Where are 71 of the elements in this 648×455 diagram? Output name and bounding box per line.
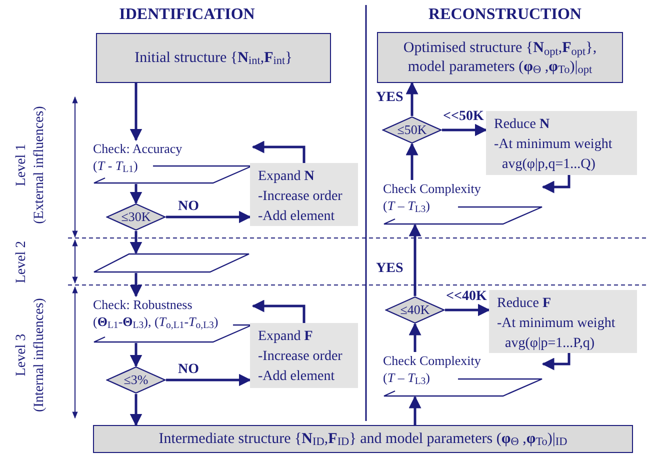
- action-title: Reduce F: [497, 295, 552, 313]
- arrow: [252, 300, 306, 323]
- edge-label: NO: [178, 200, 199, 214]
- level-description: (Internal influences): [33, 298, 47, 412]
- arrow: [408, 224, 422, 296]
- action-box: [250, 323, 358, 388]
- empty-parallelogram: [93, 253, 250, 273]
- level-label: Level 3: [15, 334, 29, 376]
- action-title: Reduce N: [494, 116, 551, 134]
- action-step: -Increase order: [258, 347, 358, 367]
- arrow: [406, 82, 418, 116]
- arrow: [130, 394, 142, 426]
- action-step: -At minimum weight: [497, 314, 637, 334]
- arrow: [408, 322, 422, 352]
- condition-text: ≤50K: [397, 121, 427, 140]
- box-text: Intermediate structure {N$_{ID}$,F$_{ID}$} and model parameters (φ$_{Θ}$ ,φ$_{To}$)|$_{ID}$: [158, 430, 568, 448]
- arrow: [166, 374, 252, 386]
- action-title: Expand N: [258, 168, 316, 186]
- decision-diamond: [106, 366, 166, 394]
- check-title: Check: Accuracy: [93, 140, 184, 157]
- arrow: [408, 396, 422, 425]
- check-formula: (T – T$_{L3}$): [383, 197, 431, 214]
- process-box: [96, 33, 331, 83]
- decision-diamond: [382, 116, 442, 144]
- decision-diamond: [106, 203, 166, 231]
- decision-diamond: [385, 296, 445, 324]
- arrow: [130, 83, 142, 142]
- arrow: [542, 175, 570, 194]
- action-box: [486, 111, 637, 175]
- action-step: avg(φ|p=1...P,q): [497, 334, 637, 354]
- edge-label: YES: [376, 91, 404, 105]
- arrow: [130, 231, 142, 254]
- action-step: avg(φ|p,q=1...Q): [494, 155, 637, 175]
- process-box: [377, 32, 623, 83]
- box-text: Optimised structure {N$_{opt}$,F$_{opt}$}, model parameters (φ$_{Θ}$ ,φ$_{To}$)|$_{opt}$: [402, 38, 598, 76]
- check-formula: (T – T$_{L3}$): [383, 369, 431, 386]
- arrow: [406, 142, 418, 180]
- arrow: [542, 353, 570, 370]
- condition-text: ≤3%: [124, 371, 148, 390]
- check-title: Check Complexity: [383, 180, 482, 197]
- check-formula: (T - T$_{L1}$): [93, 157, 139, 174]
- edge-label: <<40K: [446, 290, 487, 304]
- edge-label: NO: [178, 363, 199, 377]
- level-label: Level 2: [15, 240, 29, 284]
- arrow: [130, 343, 142, 368]
- process-box: [93, 425, 633, 453]
- column-heading: RECONSTRUCTION: [428, 7, 582, 23]
- action-step: -Increase order: [258, 187, 358, 207]
- condition-text: ≤40K: [400, 301, 430, 320]
- edge-label: YES: [376, 262, 404, 276]
- condition-text: ≤30K: [121, 208, 151, 226]
- arrow: [442, 124, 488, 136]
- action-step: -Add element: [258, 207, 358, 227]
- edge-label: <<50K: [443, 110, 484, 124]
- check-formula: (Θ$_{L1}$-Θ$_{L3}$), (T$_{o,L1}$-T$_{o,L3}$): [93, 313, 220, 330]
- action-step: -At minimum weight: [494, 135, 637, 155]
- action-box: [250, 163, 358, 226]
- box-text: Initial structure {N$_{int}$,F$_{int}$}: [134, 48, 292, 68]
- level-label: Level 1: [15, 144, 29, 186]
- arrow: [130, 184, 142, 204]
- action-step: -Add element: [258, 367, 358, 387]
- arrow: [252, 140, 306, 163]
- arrow: [445, 304, 490, 316]
- action-title: Expand F: [258, 328, 314, 346]
- check-title: Check: Robustness: [93, 296, 194, 313]
- level-description: (External influences): [33, 106, 47, 224]
- action-box: [489, 290, 637, 353]
- column-heading: IDENTIFICATION: [119, 7, 255, 23]
- arrow: [130, 273, 142, 298]
- check-title: Check Complexity: [383, 352, 482, 369]
- arrow: [166, 210, 252, 224]
